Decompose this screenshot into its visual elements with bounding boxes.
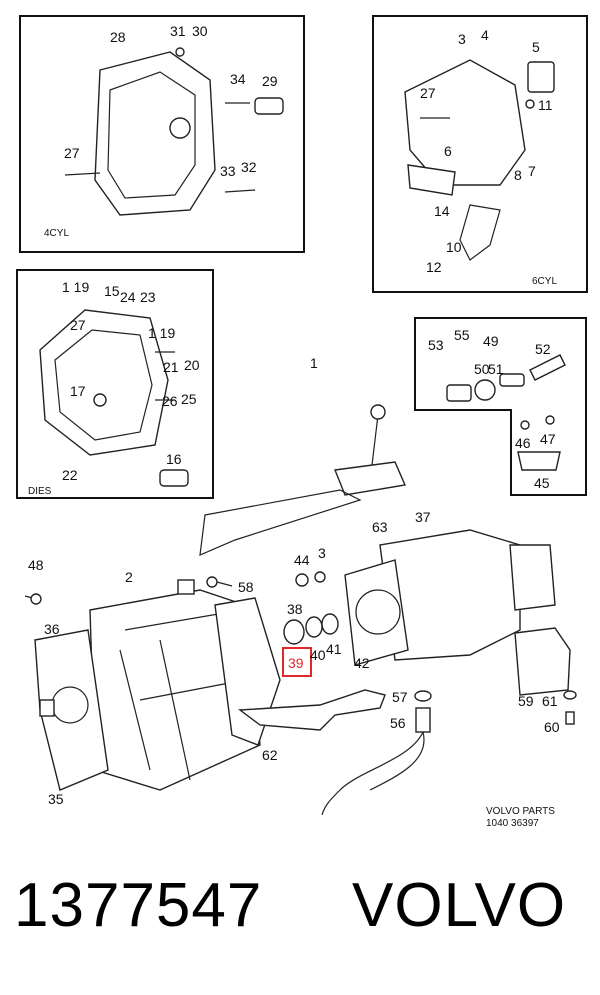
callout-61: 61 [542, 693, 558, 709]
inset-speedometer: 53 55 49 52 50 51 46 47 45 [414, 317, 587, 496]
callout-42: 42 [354, 655, 370, 671]
callout-60: 60 [544, 719, 560, 735]
callout-28: 28 [110, 29, 126, 45]
callout-47: 47 [540, 431, 556, 447]
callout-1: 1 [310, 355, 318, 371]
callout-26: 26 [162, 393, 178, 409]
callout-59: 59 [518, 693, 534, 709]
adapter-plate [344, 559, 409, 666]
callout-31: 31 [170, 23, 186, 39]
brand-name: VOLVO [352, 871, 567, 940]
stamp-line-1: VOLVO PARTS [486, 806, 555, 817]
release-sleeve-5 [527, 61, 555, 93]
callout-30: 30 [192, 23, 208, 39]
callout-2: 2 [125, 569, 133, 585]
inset-dies: DIES 1 19 15 24 23 27 1 19 20 21 17 26 2… [16, 269, 214, 499]
speedo-gear-52 [529, 354, 566, 381]
callout-34: 34 [230, 71, 246, 87]
callout-27-4cyl: 27 [64, 145, 80, 161]
stamp-line-2: 1040 36397 [486, 818, 539, 829]
callout-5: 5 [532, 39, 540, 55]
callout-33: 33 [220, 163, 236, 179]
inset-6cyl: 6CYL 3 4 5 27 11 6 8 7 14 10 12 [372, 15, 588, 293]
callout-29: 29 [262, 73, 278, 89]
highlight-box-39 [282, 647, 312, 677]
callout-17: 17 [70, 383, 86, 399]
callout-6: 6 [444, 143, 452, 159]
callout-36: 36 [44, 621, 60, 637]
gear-lever-bracket [199, 489, 362, 556]
overdrive-unit [379, 529, 521, 661]
callout-57: 57 [392, 689, 408, 705]
callout-8: 8 [514, 167, 522, 183]
inset-4cyl: 4CYL 28 31 30 34 29 27 33 32 [19, 15, 305, 253]
callout-41: 41 [326, 641, 342, 657]
callout-14: 14 [434, 203, 450, 219]
callout-52: 52 [535, 341, 551, 357]
callout-35: 35 [48, 791, 64, 807]
callout-49: 49 [483, 333, 499, 349]
callout-63: 63 [372, 519, 388, 535]
label-6cyl: 6CYL [532, 276, 557, 287]
crossmember [238, 689, 386, 731]
callout-53: 53 [428, 337, 444, 353]
callout-62: 62 [262, 747, 278, 763]
callout-3: 3 [318, 545, 326, 561]
switch-56 [415, 707, 431, 733]
callout-38: 38 [287, 601, 303, 617]
callout-4: 4 [481, 27, 489, 43]
callout-27-6cyl: 27 [420, 85, 436, 101]
sleeve-16 [159, 469, 189, 487]
callout-45: 45 [534, 475, 550, 491]
front-cover [34, 629, 109, 791]
callout-24: 24 [120, 289, 136, 305]
callout-21: 21 [163, 359, 179, 375]
label-dies: DIES [28, 486, 52, 497]
label-4cyl: 4CYL [44, 228, 69, 239]
bell-housing-6cyl [404, 59, 526, 186]
callout-48: 48 [28, 557, 44, 573]
callout-56: 56 [390, 715, 406, 731]
callout-1-19-mid: 1 19 [148, 325, 175, 341]
callout-27-dies: 27 [70, 317, 86, 333]
callout-7: 7 [528, 163, 536, 179]
pilot-sleeve-29 [254, 97, 284, 115]
callout-44: 44 [294, 552, 310, 568]
main-assembly: 1 63 37 42 44 3 38 39 40 41 2 [24, 355, 577, 829]
exploded-parts-diagram: 4CYL 28 31 30 34 29 27 33 32 6CYL 3 4 5 … [16, 15, 588, 829]
part-number: 1377547 [14, 871, 263, 940]
callout-50: 50 [474, 361, 490, 377]
gear-lever-boot [334, 461, 406, 496]
gear-lever-knob [370, 404, 386, 420]
callout-58: 58 [238, 579, 254, 595]
callout-16: 16 [166, 451, 182, 467]
callout-37: 37 [415, 509, 431, 525]
inset-speedometer-frame [414, 317, 587, 496]
callout-10: 10 [446, 239, 462, 255]
callout-23: 23 [140, 289, 156, 305]
callout-1-19-top: 1 19 [62, 279, 89, 295]
callout-40: 40 [310, 647, 326, 663]
callout-20: 20 [184, 357, 200, 373]
callout-15: 15 [104, 283, 120, 299]
callout-51: 51 [488, 361, 504, 377]
callout-25: 25 [181, 391, 197, 407]
solenoid [514, 627, 571, 696]
callout-46: 46 [515, 435, 531, 451]
callout-22: 22 [62, 467, 78, 483]
bell-housing-4cyl [94, 51, 216, 216]
callout-11: 11 [538, 97, 553, 113]
callout-39: 39 [288, 655, 304, 671]
speedo-housing-45 [517, 451, 561, 471]
callout-55: 55 [454, 327, 470, 343]
callout-3-6cyl: 3 [458, 31, 466, 47]
callout-32: 32 [241, 159, 257, 175]
callout-12: 12 [426, 259, 442, 275]
